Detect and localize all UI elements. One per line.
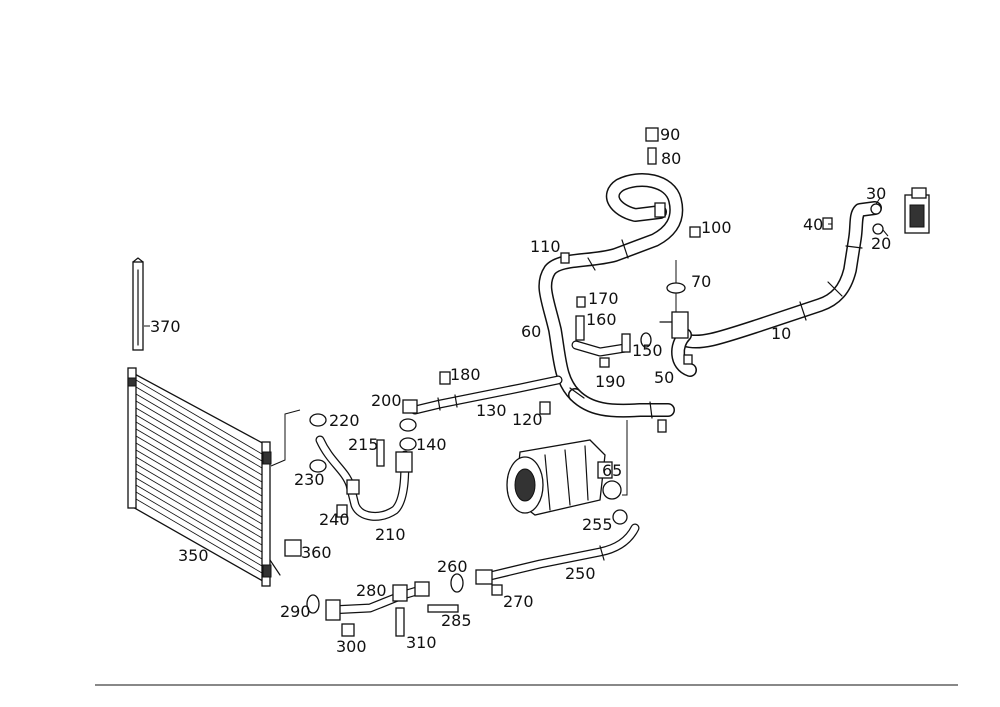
- callout-250: 250: [565, 564, 596, 583]
- callout-100: 100: [701, 218, 732, 237]
- callout-labels: 10 20 30 40 50 60 65 70 80 90 100 110 12…: [150, 125, 891, 656]
- expansion-valve-part: [822, 187, 930, 235]
- callout-150: 150: [632, 341, 663, 360]
- callout-70: 70: [691, 272, 711, 291]
- callout-30: 30: [866, 184, 886, 203]
- callout-310: 310: [406, 633, 437, 652]
- condenser-fin: [135, 393, 263, 469]
- callout-300: 300: [336, 637, 367, 656]
- callout-40: 40: [803, 215, 823, 234]
- condenser-fin: [135, 414, 263, 490]
- callout-20: 20: [871, 234, 891, 253]
- callout-280: 280: [356, 581, 387, 600]
- callout-215: 215: [348, 435, 379, 454]
- condenser-fin: [135, 428, 263, 504]
- callout-180: 180: [450, 365, 481, 384]
- callout-270: 270: [503, 592, 534, 611]
- dryer-cartridge-part: [132, 257, 144, 351]
- callout-65: 65: [602, 461, 622, 480]
- callout-350: 350: [178, 546, 209, 565]
- callout-60: 60: [521, 322, 541, 341]
- callout-130: 130: [476, 401, 507, 420]
- condenser-fin: [135, 435, 263, 511]
- callout-160: 160: [586, 310, 617, 329]
- callout-170: 170: [588, 289, 619, 308]
- condenser-fin: [135, 386, 263, 462]
- condenser-part: [127, 367, 272, 587]
- condenser-fin: [135, 442, 263, 518]
- callout-120: 120: [512, 410, 543, 429]
- condenser-fin: [135, 463, 263, 539]
- callout-290: 290: [280, 602, 311, 621]
- callout-90: 90: [660, 125, 680, 144]
- callout-220: 220: [329, 411, 360, 430]
- callout-240: 240: [319, 510, 350, 529]
- leader-lines: [144, 197, 889, 327]
- condenser-fin: [135, 484, 263, 560]
- callout-10: 10: [771, 324, 791, 343]
- callout-200: 200: [371, 391, 402, 410]
- callout-370: 370: [150, 317, 181, 336]
- callout-255: 255: [582, 515, 613, 534]
- condenser-fin: [135, 470, 263, 546]
- callout-285: 285: [441, 611, 472, 630]
- pipe-150-part: [571, 296, 652, 368]
- condenser-fin: [135, 498, 263, 574]
- callout-190: 190: [595, 372, 626, 391]
- condenser-fin: [135, 421, 263, 497]
- callout-140: 140: [416, 435, 447, 454]
- condenser-fin: [135, 449, 263, 525]
- hose-60-part: [538, 127, 701, 433]
- condenser-fin: [135, 477, 263, 553]
- condenser-fin: [135, 400, 263, 476]
- callout-360: 360: [301, 543, 332, 562]
- condenser-fin: [135, 379, 263, 455]
- service-valve-part: [659, 260, 693, 365]
- condenser-fin: [135, 456, 263, 532]
- condenser-fin: [135, 491, 263, 567]
- callout-210: 210: [375, 525, 406, 544]
- hose-210-part: [270, 409, 417, 521]
- callout-230: 230: [294, 470, 325, 489]
- callout-80: 80: [661, 149, 681, 168]
- ac-compressor-part: [506, 420, 628, 525]
- callout-260: 260: [437, 557, 468, 576]
- hose-250-part: [269, 523, 640, 637]
- condenser-fin: [135, 407, 263, 483]
- callout-110: 110: [530, 237, 561, 256]
- callout-50: 50: [654, 368, 674, 387]
- pipe-130-part: [399, 371, 563, 432]
